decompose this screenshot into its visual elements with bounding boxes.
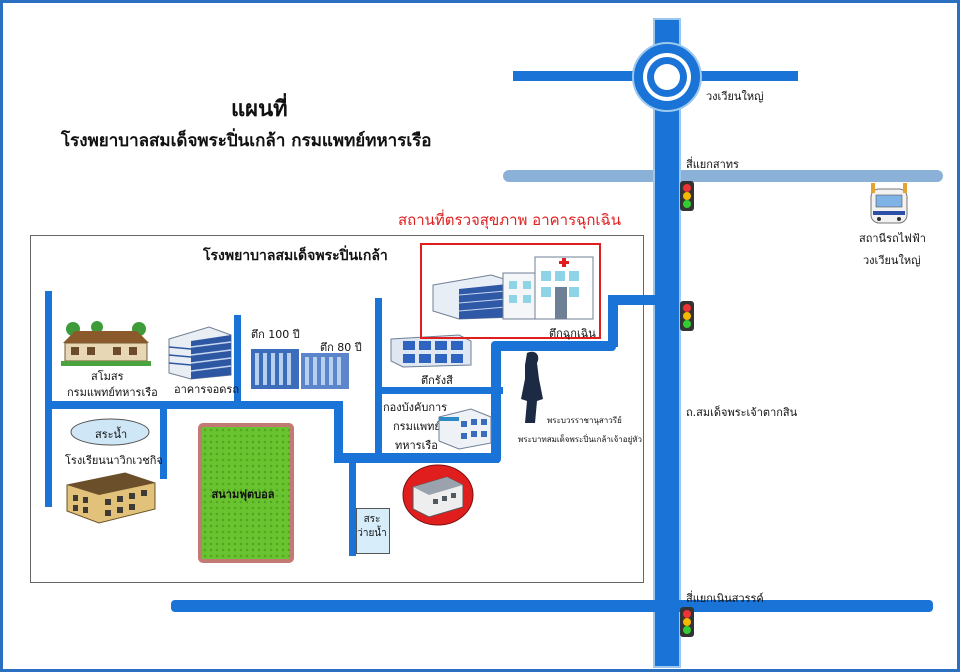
junction-top-label: สี่แยกสาทร [686, 158, 739, 171]
swimming-pool [356, 508, 390, 554]
compound-road [608, 295, 618, 347]
compound-road [45, 401, 340, 409]
pool-label-1: สระ [363, 514, 381, 525]
map-subtitle: โรงพยาบาลสมเด็จพระปิ่นเกล้า กรมแพทย์ทหาร… [61, 131, 432, 151]
compound-road [491, 341, 616, 351]
featured-building-icon [402, 464, 474, 526]
pond-icon [70, 418, 150, 446]
compound-title: โรงพยาบาลสมเด็จพระปิ่นเกล้า [203, 248, 388, 264]
command-label-1: กองบังคับการ [383, 401, 448, 414]
traffic-light-icon [680, 181, 694, 211]
compound-road [491, 345, 501, 463]
map-title: แผนที่ [231, 97, 288, 122]
statue-label-2: พระบาทสมเด็จพระปิ่นเกล้าเจ้าอยู่หัว [518, 435, 643, 444]
football-field-label: สนามฟุตบอล [211, 488, 275, 501]
command-label-2: กรมแพทย์ [393, 420, 441, 433]
sathorn-road [503, 170, 943, 182]
compound-road [45, 291, 52, 507]
radiology-label: ตึกรังสี [421, 374, 453, 387]
bts-label-2: วงเวียนใหญ่ [863, 254, 921, 267]
statue-icon [521, 351, 543, 423]
roundabout-label: วงเวียนใหญ่ [706, 90, 764, 103]
bottom-road [171, 600, 933, 612]
compound-road [234, 315, 241, 407]
building-100-80-icon [251, 349, 349, 389]
school-building-icon [66, 472, 156, 524]
parking-building-icon [168, 326, 232, 380]
pool-label-2: ว่ายน้ำ [357, 528, 387, 539]
bts-label-1: สถานีรถไฟฟ้า [859, 232, 926, 245]
emergency-building-icon [432, 256, 594, 320]
swimming-pool-label: สระ ว่ายน้ำ [356, 513, 388, 541]
traffic-light-icon [680, 301, 694, 331]
highlight-caption: สถานที่ตรวจสุขภาพ อาคารฉุกเฉิน [398, 211, 622, 229]
club-label-2: กรมแพทย์ทหารเรือ [67, 386, 158, 399]
bts-train-icon [870, 183, 908, 224]
main-road-label: ถ.สมเด็จพระเจ้าตากสิน [686, 406, 798, 419]
building-80-label: ตึก 80 ปี [320, 341, 362, 354]
junction-bottom-label: สี่แยกเนินสวรรค์ [686, 592, 764, 605]
taksin-main-road [653, 18, 681, 668]
radiology-building-icon [390, 334, 472, 368]
parking-label: อาคารจอดรถ [174, 383, 239, 396]
building-100-label: ตึก 100 ปี [251, 328, 300, 341]
command-building-icon [438, 408, 492, 450]
roundabout-icon [632, 42, 702, 112]
school-label: โรงเรียนนาวิกเวชกิจ [65, 454, 163, 467]
traffic-light-icon [680, 607, 694, 637]
compound-road [349, 458, 356, 556]
club-house-icon [61, 321, 151, 366]
emergency-highlight-box [420, 243, 601, 339]
statue-label-1: พระบวรราชานุสาวรีย์ [547, 416, 622, 425]
compound-road [608, 295, 658, 305]
club-label-1: สโมสร [91, 370, 124, 383]
compound-road [375, 298, 382, 458]
compound-road [334, 401, 343, 463]
football-field [198, 423, 294, 563]
command-label-3: ทหารเรือ [395, 439, 438, 452]
compound-road [375, 387, 503, 394]
pond-label: สระน้ำ [95, 428, 128, 441]
emergency-label: ตึกฉุกเฉิน [549, 327, 596, 340]
compound-road [160, 401, 167, 479]
compound-road [334, 453, 499, 463]
